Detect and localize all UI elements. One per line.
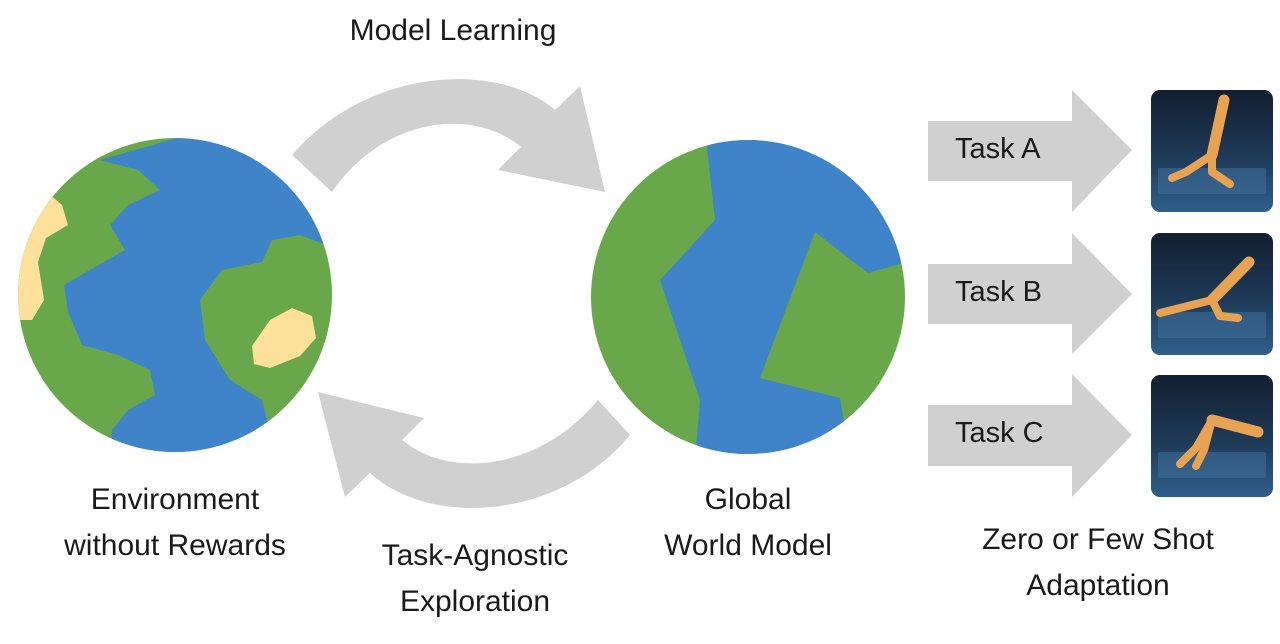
task-c-label: Task C xyxy=(955,417,1044,449)
task-b-image xyxy=(1151,233,1273,355)
world-model-globe xyxy=(591,140,905,454)
exploration-label: Task-Agnostic Exploration xyxy=(330,533,620,625)
task-c-arrow xyxy=(928,374,1132,497)
task-a-label: Task A xyxy=(955,133,1041,165)
world-model-label: Global World Model xyxy=(600,477,896,569)
model-learning-text: Model Learning xyxy=(349,14,557,47)
environment-label: Environment without Rewards xyxy=(30,477,320,569)
world-model-label-line1: Global xyxy=(704,483,792,516)
exploration-arrow xyxy=(318,392,630,508)
adaptation-label: Zero or Few Shot Adaptation xyxy=(950,517,1246,609)
model-learning-label: Model Learning xyxy=(300,8,606,54)
exploration-label-line1: Task-Agnostic xyxy=(381,539,569,572)
task-a-image xyxy=(1151,90,1273,212)
environment-label-line1: Environment xyxy=(90,483,260,516)
task-a-arrow xyxy=(928,90,1132,212)
task-b-label: Task B xyxy=(955,276,1043,308)
world-ocean-region xyxy=(660,140,905,454)
adaptation-label-line1: Zero or Few Shot xyxy=(982,523,1214,556)
exploration-label-line2: Exploration xyxy=(399,585,551,618)
model-learning-arrow xyxy=(292,79,605,192)
env-sand-left xyxy=(18,188,68,320)
world-model-label-line2: World Model xyxy=(664,529,832,562)
task-c-image xyxy=(1151,375,1273,497)
environment-globe xyxy=(18,138,332,452)
adaptation-label-line2: Adaptation xyxy=(1026,569,1170,602)
environment-label-line2: without Rewards xyxy=(64,529,286,562)
task-b-arrow xyxy=(928,233,1132,354)
env-ocean-region xyxy=(64,138,332,452)
env-sand-right xyxy=(252,308,316,368)
